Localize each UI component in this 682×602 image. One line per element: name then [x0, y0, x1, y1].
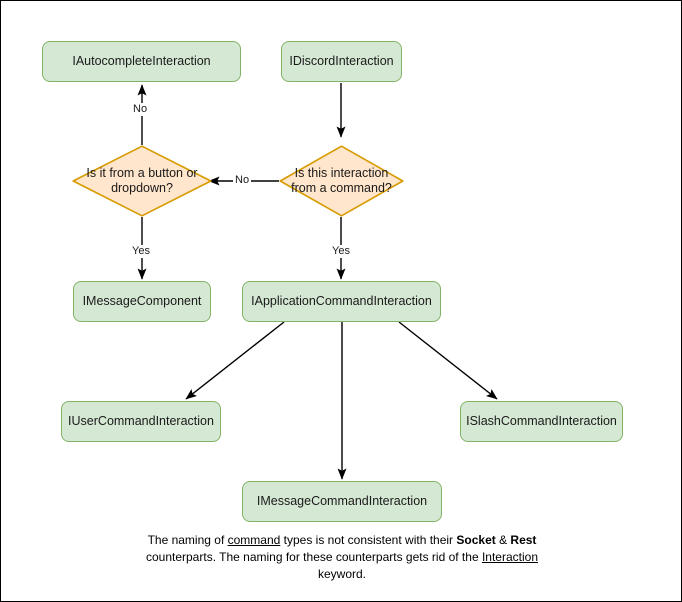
edge-label-command-decision-no: No	[233, 174, 252, 187]
node-label: IUserCommandInteraction	[68, 413, 214, 428]
node-discord-interaction[interactable]: IDiscordInteraction	[281, 41, 402, 82]
node-label: ISlashCommandInteraction	[466, 413, 617, 428]
footnote-text: The naming of command types is not consi…	[121, 532, 563, 583]
edge-app-command-to-slash-command	[398, 321, 498, 400]
diamond-shape-icon	[72, 145, 212, 217]
node-slash-command-interaction[interactable]: ISlashCommandInteraction	[460, 401, 623, 442]
footnote-bold-rest: Rest	[510, 533, 537, 547]
footnote-part-3: &	[495, 533, 511, 547]
footnote-part-1: The naming of	[147, 533, 228, 547]
footnote-underline-interaction: Interaction	[481, 550, 538, 565]
node-label: IDiscordInteraction	[289, 53, 394, 68]
footnote-part-4: counterparts. The naming for these count…	[145, 550, 482, 565]
node-decision-is-interaction-from-command[interactable]: Is this interaction from a command?	[279, 145, 404, 217]
edge-label-button-decision-yes: Yes	[130, 245, 152, 258]
node-message-command-interaction[interactable]: IMessageCommandInteraction	[242, 481, 442, 522]
edge-label-command-decision-yes: Yes	[330, 245, 352, 258]
node-label: IMessageComponent	[82, 293, 202, 308]
node-label: Is this interaction from a command?	[291, 165, 392, 195]
node-application-command-interaction[interactable]: IApplicationCommandInteraction	[242, 281, 441, 322]
node-label: IAutocompleteInteraction	[72, 53, 211, 68]
edge-app-command-to-user-command	[185, 321, 285, 400]
diamond-shape-icon	[279, 145, 404, 217]
footnote-bold-socket: Socket	[456, 533, 496, 547]
node-label: IApplicationCommandInteraction	[251, 293, 432, 308]
node-user-command-interaction[interactable]: IUserCommandInteraction	[61, 401, 221, 442]
node-decision-is-from-button-or-dropdown[interactable]: Is it from a button or dropdown?	[72, 145, 212, 217]
node-label: IMessageCommandInteraction	[256, 493, 428, 508]
node-message-component[interactable]: IMessageComponent	[73, 281, 211, 322]
footnote-underline-command: command	[227, 533, 281, 547]
node-label: Is it from a button or dropdown?	[86, 165, 198, 195]
edge-label-button-decision-no: No	[131, 103, 150, 116]
node-autocomplete-interaction[interactable]: IAutocompleteInteraction	[42, 41, 241, 82]
footnote-part-5: keyword.	[317, 567, 367, 582]
footnote-part-2: types is not consistent with their	[280, 533, 457, 547]
